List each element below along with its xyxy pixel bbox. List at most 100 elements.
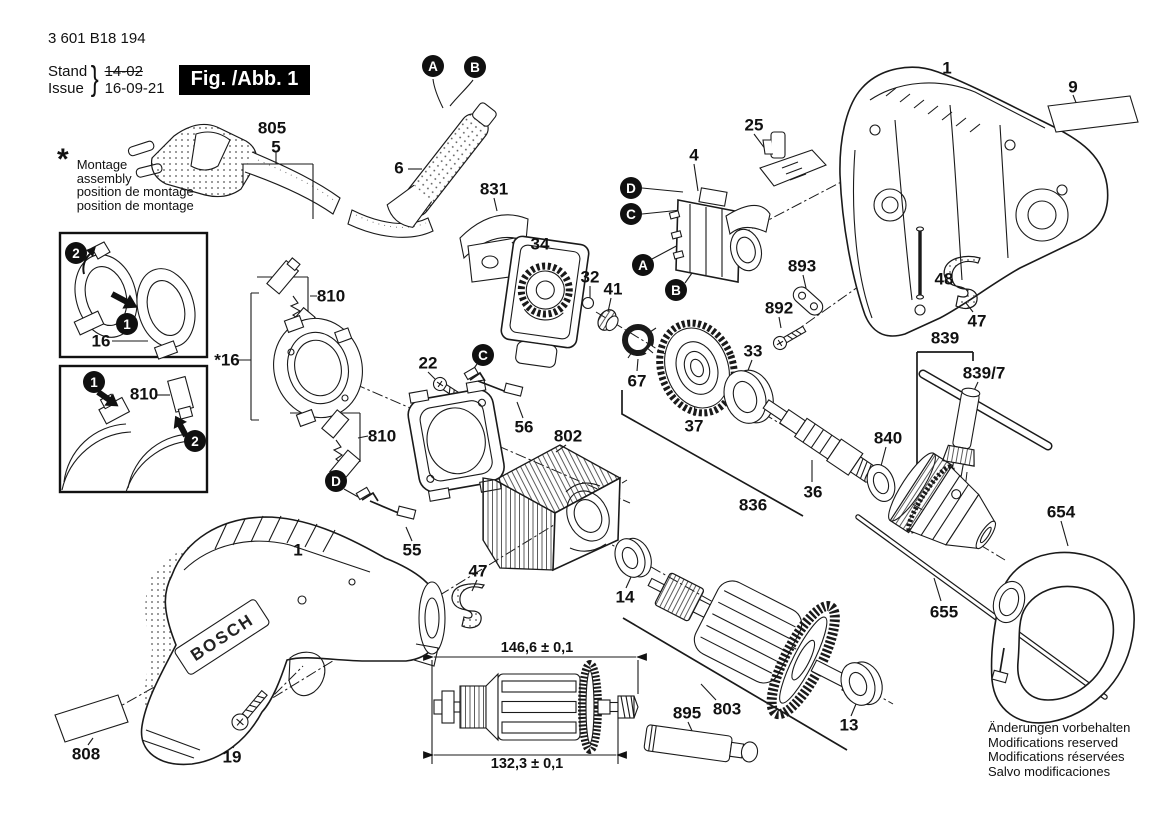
drill-housing-drawing: BOSCH bbox=[140, 515, 446, 766]
modifications-notice-line-3: Modifications réservées bbox=[988, 749, 1125, 764]
bearing-33-drawing bbox=[723, 369, 774, 424]
bearing-plate-34-drawing bbox=[500, 235, 590, 368]
field-stator-drawing bbox=[482, 444, 622, 572]
part-label-831: 831 bbox=[479, 179, 509, 199]
part-label-810: 810 bbox=[316, 286, 346, 306]
wiring-marker-B: B bbox=[464, 56, 486, 78]
part-label-47: 47 bbox=[468, 561, 488, 581]
contact-strip-55 bbox=[355, 486, 417, 520]
part-label-840: 840 bbox=[873, 428, 903, 448]
part-label-33: 33 bbox=[743, 341, 763, 361]
assembly-note-line-3: position de montage bbox=[76, 184, 194, 199]
part-label-4: 4 bbox=[689, 145, 699, 165]
title-block: 3 601 B18 194 Stand Issue } 14-02 16-09-… bbox=[48, 30, 311, 99]
part-label-13: 13 bbox=[839, 715, 859, 735]
part-label-9: 9 bbox=[1068, 77, 1078, 97]
figure-number-badge: Fig. /Abb. 1 bbox=[178, 64, 311, 95]
wiring-marker-C: C bbox=[620, 203, 642, 225]
part-label-803: 803 bbox=[712, 699, 742, 719]
clip-47-bottom-drawing bbox=[451, 583, 485, 629]
part-label-67: 67 bbox=[627, 371, 647, 391]
stand-label: Stand bbox=[48, 62, 88, 80]
part-label-895: 895 bbox=[672, 703, 702, 723]
issue-label: Issue bbox=[48, 79, 84, 97]
step-marker-2: 2 bbox=[184, 430, 206, 452]
dimension-overall: 146,6 ± 0,1 bbox=[500, 640, 574, 656]
part-number: 3 601 B18 194 bbox=[48, 30, 146, 47]
contact-strip-56 bbox=[463, 366, 524, 397]
clip-47-top-drawing bbox=[943, 255, 981, 310]
wiring-marker-A: A bbox=[422, 55, 444, 77]
inset-brush-replacement bbox=[58, 364, 209, 494]
part-label-654: 654 bbox=[1046, 502, 1076, 522]
slider-25-drawing bbox=[759, 131, 827, 187]
chuck-drawing bbox=[888, 452, 997, 550]
part-label-55: 55 bbox=[402, 540, 422, 560]
superseded-date: 14-02 bbox=[104, 62, 143, 80]
brace-glyph: } bbox=[90, 60, 99, 98]
wiring-marker-D: D bbox=[325, 470, 347, 492]
part-label-1: 1 bbox=[293, 540, 303, 560]
switch-4-drawing bbox=[668, 187, 771, 283]
housing-shell-drawing bbox=[839, 66, 1109, 337]
part-label-810: 810 bbox=[129, 384, 159, 404]
assembly-note-line-4: position de montage bbox=[76, 197, 194, 213]
assembly-note-line-1: Montage bbox=[76, 157, 128, 172]
sleeve-41-drawing bbox=[597, 309, 619, 332]
pin-48-drawing bbox=[915, 226, 925, 300]
part-label-836: 836 bbox=[738, 495, 768, 515]
modifications-notice-line-2: Modifications reserved bbox=[988, 734, 1119, 750]
part-label-16: 16 bbox=[91, 331, 111, 351]
part-label-6: 6 bbox=[394, 158, 404, 178]
asterisk-symbol: * bbox=[57, 143, 69, 176]
screw-19-drawing bbox=[231, 689, 268, 731]
step-marker-1: 1 bbox=[83, 371, 105, 393]
motor-mount-frame bbox=[407, 379, 505, 502]
part-label-25: 25 bbox=[744, 115, 764, 135]
ball-32-drawing bbox=[581, 296, 595, 310]
part-label-19: 19 bbox=[222, 747, 242, 767]
part-label-32: 32 bbox=[580, 267, 600, 287]
label-sticker-808 bbox=[54, 694, 129, 743]
part-label-47: 47 bbox=[967, 311, 987, 331]
depth-rod-655-drawing bbox=[855, 514, 1108, 700]
modifications-notice-line-4: Salvo modificaciones bbox=[988, 763, 1111, 779]
part-label-36: 36 bbox=[803, 482, 823, 502]
part-label-839: 839 bbox=[930, 328, 960, 348]
assembly-note-line-2: assembly bbox=[76, 170, 132, 186]
modifications-notice-line-1: Änderungen vorbehalten bbox=[988, 720, 1131, 735]
part-label-37: 37 bbox=[684, 416, 704, 436]
part-label-808: 808 bbox=[71, 744, 101, 764]
washer-840-drawing bbox=[866, 464, 896, 502]
issue-date: 16-09-21 bbox=[104, 79, 165, 97]
step-marker-1: 1 bbox=[116, 313, 138, 335]
label-sticker-9 bbox=[1047, 95, 1139, 133]
part-label-1: 1 bbox=[942, 58, 952, 78]
part-label-56: 56 bbox=[514, 417, 534, 437]
part-label-802: 802 bbox=[553, 426, 583, 446]
dimension-drawing bbox=[423, 653, 647, 764]
screw-892-drawing bbox=[772, 325, 807, 351]
gear-37-drawing bbox=[656, 319, 738, 417]
part-label-41: 41 bbox=[603, 279, 623, 299]
brush-plate-assembly bbox=[266, 257, 363, 483]
part-label-805: 805 bbox=[257, 118, 287, 138]
grease-tube-895-drawing bbox=[643, 724, 759, 763]
part-label-892: 892 bbox=[764, 298, 794, 318]
part-label-5: 5 bbox=[271, 137, 281, 157]
wiring-marker-D: D bbox=[620, 177, 642, 199]
bearing-13-drawing bbox=[840, 661, 883, 706]
part-label-22: 22 bbox=[418, 353, 438, 373]
part-label-655: 655 bbox=[929, 602, 959, 622]
wiring-marker-A: A bbox=[632, 254, 654, 276]
wiring-marker-B: B bbox=[665, 279, 687, 301]
part-label-34: 34 bbox=[530, 234, 550, 254]
bearing-14-drawing bbox=[614, 537, 652, 578]
step-marker-2: 2 bbox=[65, 242, 87, 264]
chuck-key-drawing bbox=[918, 369, 1053, 477]
wiring-marker-C: C bbox=[472, 344, 494, 366]
aux-handle-654-drawing bbox=[990, 551, 1135, 724]
